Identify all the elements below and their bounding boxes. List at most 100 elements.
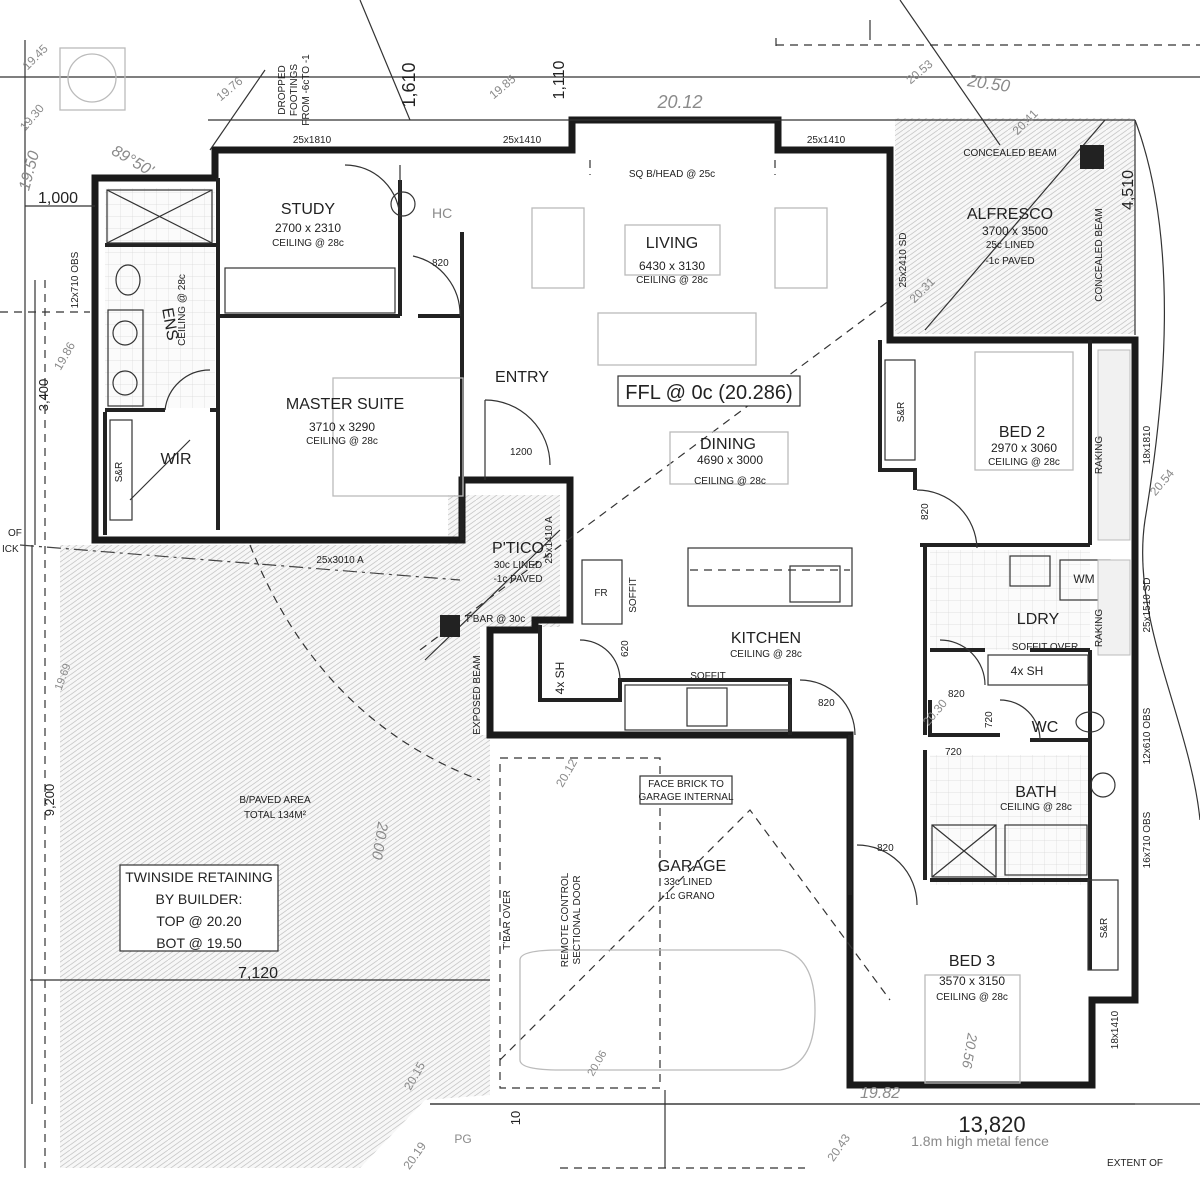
svg-text:FROM -6cTO -1: FROM -6cTO -1 xyxy=(301,54,312,126)
svg-text:4x SH: 4x SH xyxy=(553,662,567,695)
svg-text:720: 720 xyxy=(945,747,962,758)
furniture xyxy=(59,47,1074,1084)
svg-text:3,400: 3,400 xyxy=(36,379,51,412)
svg-text:13,820: 13,820 xyxy=(958,1112,1025,1137)
svg-text:TOTAL 134M²: TOTAL 134M² xyxy=(244,810,307,821)
svg-text:2700 x 2310: 2700 x 2310 xyxy=(275,221,341,235)
svg-text:19.86: 19.86 xyxy=(51,339,78,372)
room-bath: BATH CEILING @ 28c xyxy=(1000,784,1072,813)
room-kitchen: KITCHEN CEILING @ 28c xyxy=(730,630,802,660)
svg-text:FACE BRICK TO: FACE BRICK TO xyxy=(648,779,724,790)
fixtures xyxy=(106,145,1131,971)
svg-text:SOFFIT OVER: SOFFIT OVER xyxy=(1012,642,1079,653)
dimensions: 1,000 1,610 1,110 4,510 3,400 9,200 7,12… xyxy=(25,60,1137,1137)
svg-text:STUDY: STUDY xyxy=(281,201,336,218)
svg-text:820: 820 xyxy=(818,698,835,709)
svg-text:GARAGE: GARAGE xyxy=(658,858,726,875)
svg-text:-1c PAVED: -1c PAVED xyxy=(985,256,1034,267)
svg-text:GARAGE INTERNAL: GARAGE INTERNAL xyxy=(638,792,733,803)
svg-text:25x1410: 25x1410 xyxy=(807,135,846,146)
ensuite-tiles xyxy=(105,188,215,408)
svg-text:ENS: ENS xyxy=(158,307,180,342)
room-laundry: LDRY SOFFIT OVER xyxy=(1012,611,1079,653)
svg-text:LDRY: LDRY xyxy=(1017,611,1060,628)
svg-text:820: 820 xyxy=(432,258,449,269)
svg-text:RAKING: RAKING xyxy=(1094,609,1105,648)
svg-text:-1c PAVED: -1c PAVED xyxy=(493,574,542,585)
svg-text:9,200: 9,200 xyxy=(42,784,57,817)
misc-labels: HC SQ B/HEAD @ 25c CONCEALED BEAM CONCEA… xyxy=(2,54,1163,1169)
svg-text:6430 x 3130: 6430 x 3130 xyxy=(639,259,705,273)
svg-text:820: 820 xyxy=(948,689,965,700)
svg-text:RAKING: RAKING xyxy=(1094,436,1105,475)
svg-text:CEILING @ 28c: CEILING @ 28c xyxy=(694,476,766,487)
svg-text:ALFRESCO: ALFRESCO xyxy=(967,206,1053,223)
svg-text:CONCEALED BEAM: CONCEALED BEAM xyxy=(1094,208,1105,301)
svg-text:CEILING @ 28c: CEILING @ 28c xyxy=(730,649,802,660)
room-dining: DINING 4690 x 3000 CEILING @ 28c xyxy=(694,436,766,487)
svg-text:7,120: 7,120 xyxy=(238,965,278,982)
svg-text:25x1410: 25x1410 xyxy=(503,135,542,146)
room-garage: GARAGE 33c LINED -1c GRANO xyxy=(658,858,726,902)
svg-text:25x1410 A: 25x1410 A xyxy=(544,516,555,564)
svg-text:33c LINED: 33c LINED xyxy=(664,877,712,888)
svg-text:19.82: 19.82 xyxy=(860,1085,900,1102)
room-alfresco: ALFRESCO 3700 x 3500 25c LINED -1c PAVED xyxy=(967,206,1053,267)
doors xyxy=(164,164,1041,906)
svg-text:3570 x 3150: 3570 x 3150 xyxy=(939,974,1005,988)
svg-text:WM: WM xyxy=(1073,572,1094,586)
room-bed-3: BED 3 3570 x 3150 CEILING @ 28c xyxy=(936,953,1008,1003)
svg-text:3710 x 3290: 3710 x 3290 xyxy=(309,420,375,434)
svg-text:25x3010 A: 25x3010 A xyxy=(316,555,364,566)
svg-text:19.50: 19.50 xyxy=(16,149,43,192)
room-living: LIVING 6430 x 3130 CEILING @ 28c xyxy=(636,235,708,286)
svg-text:OF: OF xyxy=(8,528,22,539)
svg-text:1,110: 1,110 xyxy=(551,60,568,99)
svg-text:1200: 1200 xyxy=(510,447,533,458)
ffl-label: FFL @ 0c (20.286) xyxy=(617,375,801,407)
ceiling-lines xyxy=(419,160,891,1089)
svg-text:820: 820 xyxy=(877,843,894,854)
boundary-top-dashed xyxy=(775,38,1200,48)
svg-text:12x610 OBS: 12x610 OBS xyxy=(1142,707,1153,764)
svg-text:620: 620 xyxy=(620,640,631,657)
svg-text:720: 720 xyxy=(984,711,995,728)
svg-text:20.53: 20.53 xyxy=(903,57,935,87)
svg-text:19.45: 19.45 xyxy=(20,41,51,72)
svg-text:25c LINED: 25c LINED xyxy=(986,240,1034,251)
svg-text:DINING: DINING xyxy=(700,436,756,453)
svg-text:BED 3: BED 3 xyxy=(949,953,995,970)
svg-text:T'BAR @ 30c: T'BAR @ 30c xyxy=(465,614,525,625)
svg-text:CEILING @ 28c: CEILING @ 28c xyxy=(936,992,1008,1003)
room-portico: P'TICO 30c LINED -1c PAVED xyxy=(492,540,544,585)
svg-text:KITCHEN: KITCHEN xyxy=(731,630,801,647)
svg-text:-1c GRANO: -1c GRANO xyxy=(661,891,715,902)
svg-text:25x2410 SD: 25x2410 SD xyxy=(898,232,909,287)
svg-text:20.12: 20.12 xyxy=(553,756,580,789)
svg-text:4x SH: 4x SH xyxy=(1011,664,1044,678)
svg-text:BOT @ 19.50: BOT @ 19.50 xyxy=(156,935,242,951)
svg-text:19.85: 19.85 xyxy=(486,72,518,102)
room-wir: WIR xyxy=(160,451,191,468)
svg-text:SOFFIT: SOFFIT xyxy=(690,671,726,682)
svg-text:20.56: 20.56 xyxy=(959,1031,981,1069)
svg-text:30c LINED: 30c LINED xyxy=(494,560,542,571)
svg-text:SECTIONAL DOOR: SECTIONAL DOOR xyxy=(572,875,583,964)
svg-text:2970 x 3060: 2970 x 3060 xyxy=(991,441,1057,455)
room-entry: ENTRY xyxy=(495,369,549,386)
retaining-note: TWINSIDE RETAINING BY BUILDER: TOP @ 20.… xyxy=(119,864,279,952)
svg-text:LIVING: LIVING xyxy=(646,235,698,252)
svg-text:EXPOSED BEAM: EXPOSED BEAM xyxy=(472,655,483,734)
portico-paving xyxy=(448,495,560,627)
svg-text:20.43: 20.43 xyxy=(824,1131,853,1164)
svg-text:HC: HC xyxy=(432,205,452,221)
svg-text:BATH: BATH xyxy=(1015,784,1056,801)
svg-text:820: 820 xyxy=(920,503,931,520)
svg-text:P'TICO: P'TICO xyxy=(492,540,544,557)
svg-text:BED 2: BED 2 xyxy=(999,424,1045,441)
svg-text:MASTER SUITE: MASTER SUITE xyxy=(286,396,404,413)
svg-text:1,610: 1,610 xyxy=(399,62,419,107)
svg-text:1,000: 1,000 xyxy=(38,190,78,207)
face-brick-note: FACE BRICK TO GARAGE INTERNAL xyxy=(638,775,734,805)
